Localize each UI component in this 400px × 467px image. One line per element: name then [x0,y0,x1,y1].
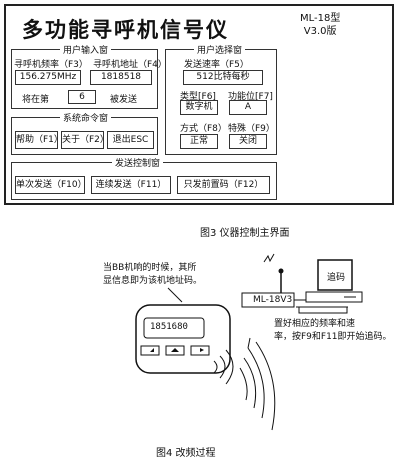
system-command-panel: 系统命令窗 [11,111,158,155]
sending-count-field[interactable]: 6 [68,90,96,104]
addr-label: 寻呼机地址（F4） [93,60,167,70]
sending-suffix: 被发送 [110,95,138,105]
rate-select[interactable]: 512比特每秒 [183,70,263,85]
fig4-caption: 图4 改频过程 [156,448,216,459]
device-label: ML-18V3 [253,295,293,305]
single-send-button[interactable]: 单次发送（F10） [15,176,87,194]
user-select-legend: 用户选择窗 [194,43,246,56]
mode-select[interactable]: 正常 [180,134,218,149]
fig4-note-2: 置好相应的频率和速 率，按F9和F11即开始追码。 [274,318,392,344]
exit-button[interactable]: 退出ESC [107,131,154,149]
send-control-legend: 发送控制窗 [112,156,164,169]
freq-label: 寻呼机频率（F3） [14,60,88,70]
system-command-legend: 系统命令窗 [60,111,112,124]
preamble-only-button[interactable]: 只发前置码（F12） [177,176,270,194]
fig3-caption: 图3 仪器控制主界面 [200,228,290,239]
user-input-panel: 用户输入窗 [11,43,158,109]
special-select[interactable]: 关闭 [229,134,267,149]
func-label: 功能位[F7] [228,92,273,102]
mode-label: 方式（F8） [180,124,227,134]
fig4-note-1-line-1: 当BB机响的时候，其所 [103,263,197,273]
addr-input[interactable]: 1818518 [90,70,152,85]
freq-input[interactable]: 156.275MHz [15,70,81,85]
about-button[interactable]: 关于（F2） [61,131,109,149]
sending-prefix: 将在第 [22,95,50,105]
send-control-panel: 发送控制窗 [11,156,277,200]
computer-label: 追码 [327,273,346,283]
help-button[interactable]: 帮助（F1） [15,131,63,149]
continuous-send-button[interactable]: 连续发送（F11） [91,176,171,194]
model-name: ML-18型 [300,13,341,24]
func-select[interactable]: A [229,100,267,115]
fig4-note-2-line-2: 率，按F9和F11即开始追码。 [274,332,392,342]
computer-monitor [317,259,353,291]
pager-screen [143,317,205,339]
fig4-note-1-line-2: 显信息即为该机地址码。 [103,276,203,286]
fig4-note-2-line-1: 置好相应的频率和速 [274,319,356,329]
keyboard [298,306,348,314]
window-title: 多功能寻呼机信号仪 [22,18,229,42]
type-label: 类型[F6] [180,92,216,102]
special-label: 特殊（F9） [228,124,275,134]
computer-base [305,291,363,303]
pager-button-1 [140,345,160,356]
user-input-legend: 用户输入窗 [60,43,112,56]
type-select[interactable]: 数字机 [180,100,218,115]
rate-label: 发送速率（F5） [184,60,249,70]
fig4-note-1: 当BB机响的时候，其所 显信息即为该机地址码。 [103,262,202,288]
fig4-diagram [135,253,363,431]
model-version: ML-18型 V3.0版 [300,12,340,38]
model-version-text: V3.0版 [303,26,337,37]
pager-display: 1851680 [150,322,188,332]
user-select-panel: 用户选择窗 [165,43,277,155]
